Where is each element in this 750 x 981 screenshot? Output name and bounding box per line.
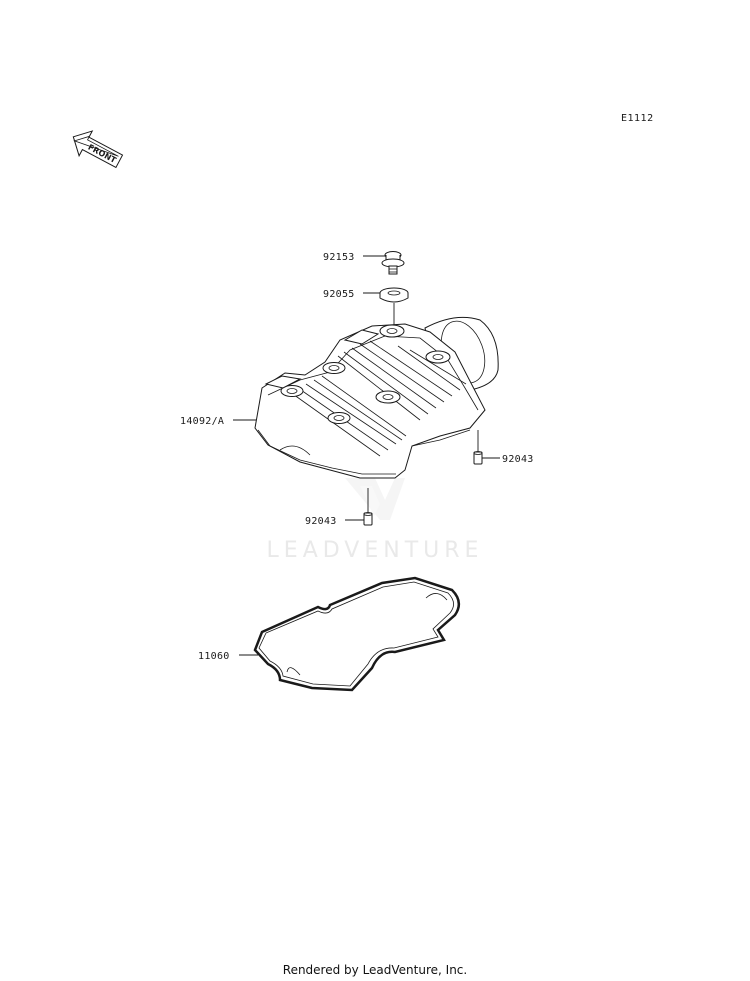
callout-cover: 14092/A (180, 416, 224, 427)
callout-dowel-right: 92043 (502, 454, 534, 465)
grommet-part (379, 287, 409, 303)
callout-bolt: 92153 (323, 252, 355, 263)
bolt-part (381, 251, 405, 275)
cylinder-head-cover-part (254, 316, 499, 479)
callout-grommet: 92055 (323, 289, 355, 300)
watermark-text: LEADVENTURE (267, 538, 484, 563)
footer-text: Rendered by LeadVenture, Inc. (282, 963, 468, 977)
dowel-pin-right-part (473, 451, 483, 465)
watermark-logo-icon (345, 478, 405, 520)
diagram-code: E1112 (621, 113, 654, 124)
gasket-part (253, 576, 461, 692)
callout-gasket: 11060 (198, 651, 230, 662)
dowel-pin-left-part (363, 512, 373, 526)
front-arrow-icon: FRONT (72, 130, 124, 169)
callout-dowel-left: 92043 (305, 516, 337, 527)
